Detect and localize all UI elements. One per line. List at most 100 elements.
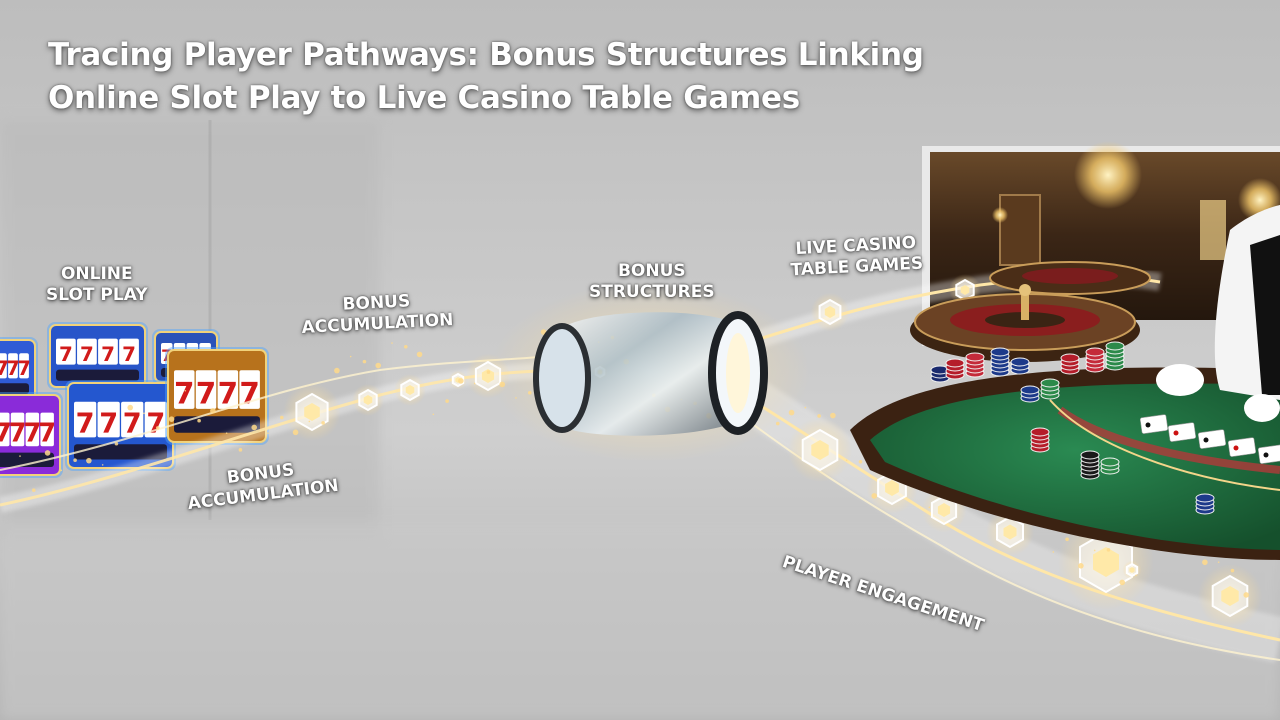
slot-reel-seven: 7 <box>101 343 115 366</box>
bonus-token <box>394 374 426 406</box>
sparkle <box>143 412 145 415</box>
slot-reel-seven: 7 <box>218 376 238 410</box>
title-line-2: Online Slot Play to Live Casino Table Ga… <box>48 80 800 116</box>
sparkle <box>251 424 258 431</box>
bonus-tokens <box>19 274 1262 628</box>
sparkle <box>155 426 160 430</box>
slot-reel-seven: 7 <box>38 418 56 448</box>
label-online-slot-play-line-2: SLOT PLAY <box>46 285 148 305</box>
sparkle <box>210 408 216 414</box>
chip-stack <box>1195 493 1215 515</box>
label-bonus-accumulation-top: BONUS ACCUMULATION <box>300 289 454 339</box>
slot-reel-seven: 7 <box>161 346 172 365</box>
chip-stack <box>930 365 950 383</box>
sparkle <box>458 378 464 384</box>
label-online-slot-play-line-1: ONLINE <box>60 264 133 284</box>
sparkle <box>60 469 63 472</box>
sparkle <box>391 342 393 344</box>
slot-reel-seven: 7 <box>9 418 27 448</box>
title-line-1: Tracing Player Pathways: Bonus Structure… <box>48 37 924 73</box>
slot-reel-seven: 7 <box>59 343 73 366</box>
sparkle <box>1093 549 1096 552</box>
slot-reel-seven: 7 <box>76 408 95 439</box>
slot-reel-seven: 7 <box>17 357 30 380</box>
slot-reel-seven: 7 <box>0 357 9 380</box>
sparkle <box>1243 592 1250 598</box>
bonus-token <box>949 274 981 306</box>
sparkle <box>416 351 423 358</box>
chip-stack <box>1080 450 1100 480</box>
chip-stack <box>1085 347 1105 373</box>
chip-stack <box>965 352 985 378</box>
sparkle <box>184 389 187 392</box>
slot-reel-seven: 7 <box>6 357 19 380</box>
slot-reel-seven: 7 <box>0 418 12 448</box>
slot-reel-seven: 7 <box>239 376 259 410</box>
label-bonus-structures: BONUS STRUCTURES <box>589 261 715 303</box>
sparkle <box>31 488 36 493</box>
sparkle <box>1106 548 1111 552</box>
sparkle <box>321 421 325 425</box>
sparkle <box>1052 551 1055 553</box>
sparkle <box>1135 574 1137 577</box>
sparkle <box>127 404 134 411</box>
chip-stack <box>1100 457 1120 475</box>
sparkle <box>804 406 807 409</box>
sparkle <box>308 420 311 423</box>
sparkle <box>432 413 435 416</box>
sparkle <box>486 370 491 374</box>
diagram-title: Tracing Player Pathways: Bonus Structure… <box>48 34 924 120</box>
sparkle <box>473 382 476 385</box>
slot-reel-seven: 7 <box>80 343 94 366</box>
slot-reel-seven: 7 <box>122 343 136 366</box>
playing-card <box>1139 414 1169 434</box>
slot-reel-seven: 7 <box>196 376 216 410</box>
sparkle <box>445 399 449 403</box>
bonus-token <box>352 384 384 416</box>
sparkle <box>817 414 821 418</box>
chip-stack <box>1060 353 1080 375</box>
slot-reel-seven: 7 <box>174 376 194 410</box>
chip-stack <box>1030 427 1050 453</box>
bonus-token <box>283 383 341 441</box>
sparkle <box>830 412 836 419</box>
bonus-structure-tube <box>490 282 810 462</box>
sparkle <box>114 441 119 446</box>
sparkle <box>375 362 382 369</box>
slot-machines: 777777777777777777777777 <box>0 322 269 478</box>
sparkle <box>238 448 243 452</box>
sparkle <box>871 493 878 499</box>
sparkle <box>292 429 299 436</box>
slot-reel-seven: 7 <box>99 408 118 439</box>
label-online-slot-play: ONLINE SLOT PLAY <box>46 264 148 306</box>
sparkle <box>1119 579 1126 586</box>
sparkle <box>1078 563 1084 569</box>
bonus-token <box>1198 564 1262 628</box>
sparkle <box>225 432 228 434</box>
bonus-token <box>788 418 852 482</box>
sparkle <box>86 457 92 464</box>
bonus-token <box>448 370 468 390</box>
slot-reel-seven: 7 <box>23 418 41 448</box>
bonus-token <box>810 292 850 332</box>
sparkle <box>1217 561 1220 563</box>
slot-reel-seven: 7 <box>123 408 142 439</box>
live-casino-table <box>850 205 1280 560</box>
sparkle <box>349 355 352 358</box>
sparkle <box>267 432 269 434</box>
sparkle <box>1065 537 1069 542</box>
playing-card <box>1227 437 1257 457</box>
slot-reel-seven: 7 <box>146 408 165 439</box>
chip-stack <box>990 347 1010 377</box>
chip-stack <box>945 358 965 380</box>
sparkle <box>168 416 175 422</box>
label-bonus-structures-line-2: STRUCTURES <box>589 282 715 302</box>
chip-stack <box>1105 341 1125 371</box>
sparkle <box>1230 568 1235 573</box>
sparkle <box>197 418 201 423</box>
chip-stack <box>1010 357 1030 375</box>
